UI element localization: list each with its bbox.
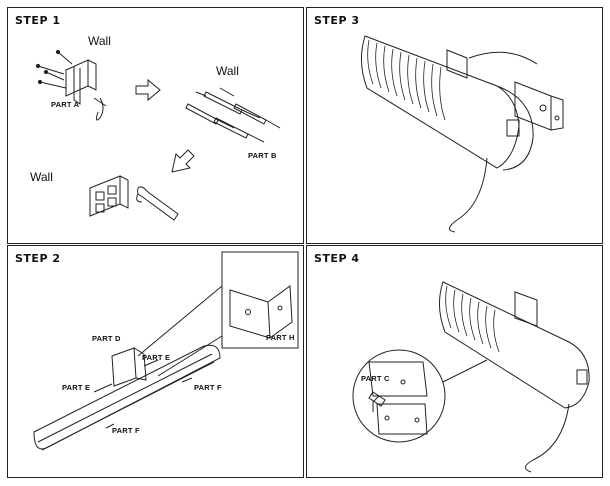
step-4-panel: STEP 4 [306, 245, 603, 478]
step-2-illustration [33, 251, 299, 451]
heater-grille [445, 285, 500, 353]
zoom-bracket-detail [368, 361, 428, 435]
part-e-label-2: PART E [62, 383, 91, 392]
screws-part-a [35, 49, 107, 107]
wrench-icon [136, 186, 179, 221]
inset-bracket [229, 285, 293, 339]
step-4-illustration [352, 281, 590, 473]
part-c-label: PART C [361, 374, 390, 383]
step-3-panel: STEP 3 [306, 7, 603, 244]
step-3-title: STEP 3 [314, 14, 360, 27]
heater-body [439, 281, 590, 409]
step-2-panel: STEP 2 PART D PART [7, 245, 304, 478]
heater-body [361, 35, 520, 169]
right-arrow [135, 78, 161, 102]
part-f-label-2: PART F [112, 426, 140, 435]
down-left-arrow [171, 149, 195, 173]
step-3-illustration [361, 35, 564, 233]
bracket-detail [514, 81, 564, 131]
step-2-title: STEP 2 [15, 252, 61, 265]
mounted-bracket-d [111, 347, 137, 387]
detail-inset [221, 251, 299, 349]
bracket-part-a [65, 59, 104, 121]
part-e-label-1: PART E [142, 353, 171, 362]
step-1-title: STEP 1 [15, 14, 61, 27]
power-switch [506, 119, 520, 137]
wall-label-3: Wall [30, 170, 53, 184]
part-b-label: PART B [248, 151, 277, 160]
wall-label-1: Wall [88, 34, 111, 48]
heater-long-body [33, 344, 221, 450]
zoom-circle [352, 349, 446, 443]
wall-label-2: Wall [216, 64, 239, 78]
step-1-panel: STEP 1 [7, 7, 304, 244]
part-d-label: PART D [92, 334, 121, 343]
part-h-label: PART H [266, 333, 295, 342]
step-4-title: STEP 4 [314, 252, 360, 265]
step-1-illustration [35, 49, 281, 221]
zoom-line [468, 51, 538, 65]
part-f-label-1: PART F [194, 383, 222, 392]
heater-grille [367, 39, 446, 121]
power-switch [576, 369, 588, 385]
zoom-line [442, 359, 488, 383]
power-cord [449, 157, 488, 233]
part-a-label: PART A [51, 100, 80, 109]
screw-part-c [368, 391, 386, 407]
mounted-bracket [89, 175, 129, 217]
wall-anchors-part-b [185, 87, 281, 143]
rear-bracket [446, 49, 468, 79]
power-cord [525, 403, 570, 473]
rear-bracket [514, 291, 538, 327]
